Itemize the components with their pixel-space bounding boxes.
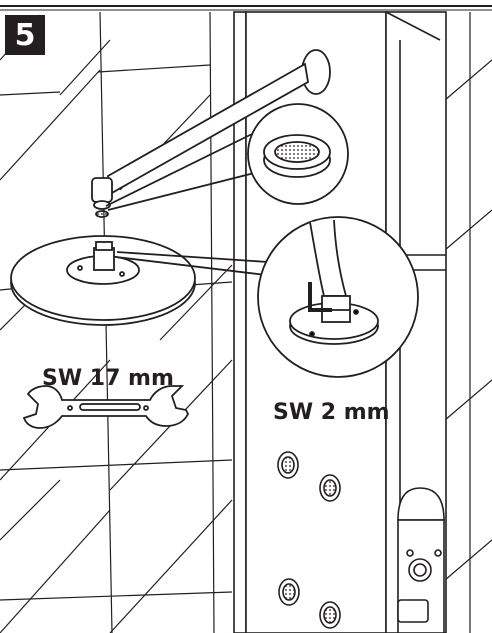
step-number-badge: 5 <box>5 15 45 55</box>
wrench-size-label: SW 17 mm <box>42 366 174 391</box>
body-jet <box>319 601 341 629</box>
shower-head-icon <box>10 235 196 326</box>
body-jet <box>277 451 299 479</box>
top-border <box>0 5 492 11</box>
open-end-wrench-icon <box>22 385 190 429</box>
strainer-icon <box>105 103 349 211</box>
body-jets <box>277 451 341 629</box>
hex-key-icon <box>308 282 332 312</box>
body-jet <box>319 474 341 502</box>
shower-arm <box>91 49 331 218</box>
mixer-controls <box>397 549 442 623</box>
hex-key-callout <box>115 216 419 378</box>
body-jet <box>278 578 300 606</box>
hex-key-size-label: SW 2 mm <box>273 400 390 425</box>
